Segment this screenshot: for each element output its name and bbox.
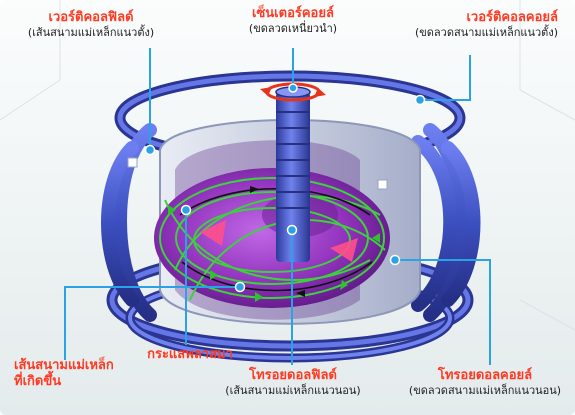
label-subtitle: (ขดลวดสนามแม่เหล็กแนวตั้ง) [390,26,558,39]
label-title: เซ็นเตอร์คอยล์ [223,6,363,22]
label-resulting-field: เส้นสนามแม่เหล็ก ที่เกิดขึ้น [14,358,144,389]
label-toroidal-coil: โทรอยดอลคอยล์ (ขดลวดสนามแม่เหล็กแนวนอน) [405,368,565,397]
label-title: เวอร์ติคอลฟิลด์ [16,10,166,26]
label-title-line1: เส้นสนามแม่เหล็ก [14,358,144,374]
label-toroidal-field: โทรอยดอลฟิลด์ (เส้นสนามแม่เหล็กแนวนอน) [218,368,368,397]
label-title-line2: ที่เกิดขึ้น [14,374,144,390]
label-central-solenoid: เซ็นเตอร์คอยล์ (ขดลวดเหนี่ยวนำ) [223,6,363,35]
label-title: เวอร์ติคอลคอยล์ [390,10,558,26]
label-title: โทรอยดอลคอยล์ [405,368,565,384]
label-vertical-field-left: เวอร์ติคอลฟิลด์ (เส้นสนามแม่เหล็กแนวตั้ง… [16,10,166,39]
label-subtitle: (เส้นสนามแม่เหล็กแนวนอน) [218,384,368,397]
label-subtitle: (ขดลวดเหนี่ยวนำ) [223,22,363,35]
label-title: กระแสพลาสมา [140,347,240,363]
label-plasma-current: กระแสพลาสมา [140,347,240,363]
label-subtitle: (ขดลวดสนามแม่เหล็กแนวนอน) [405,384,565,397]
label-title: โทรอยดอลฟิลด์ [218,368,368,384]
label-subtitle: (เส้นสนามแม่เหล็กแนวตั้ง) [16,26,166,39]
label-vertical-coil-right: เวอร์ติคอลคอยล์ (ขดลวดสนามแม่เหล็กแนวตั้… [390,10,558,39]
